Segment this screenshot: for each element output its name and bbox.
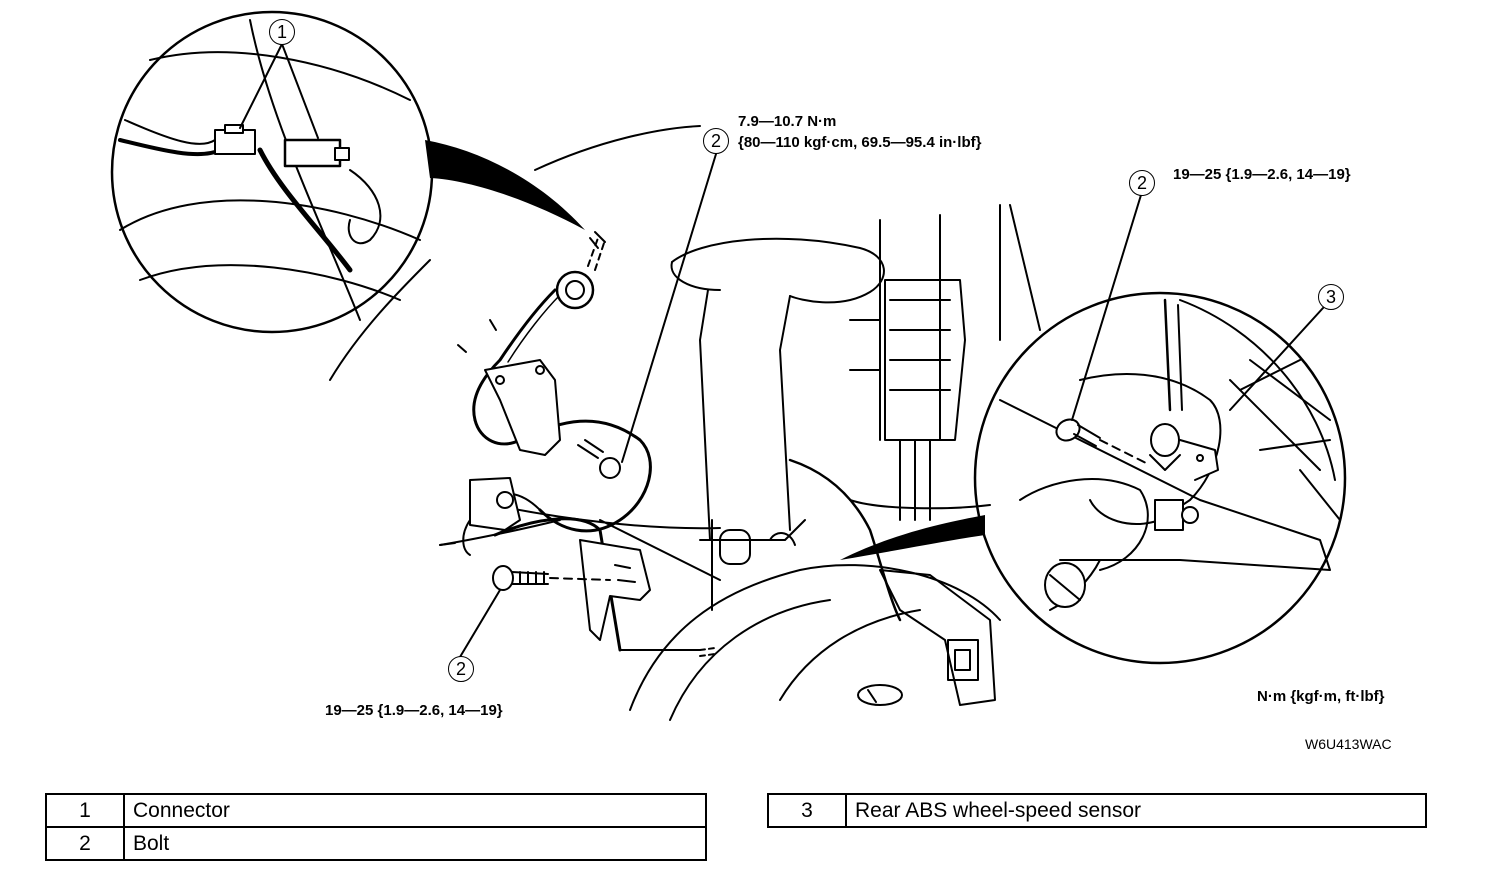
- torque-top-line1: 7.9—10.7 N·m: [738, 113, 837, 130]
- callout-3: 3: [1318, 284, 1344, 310]
- legend-row: 1 Connector: [45, 793, 707, 828]
- legend-name: Rear ABS wheel-speed sensor: [845, 793, 1427, 828]
- legend-number: 2: [45, 826, 125, 861]
- legend-table-right: 3 Rear ABS wheel-speed sensor: [767, 793, 1427, 828]
- legend-number: 1: [45, 793, 125, 828]
- torque-bottom: 19—25 {1.9—2.6, 14—19}: [325, 702, 503, 719]
- rear-abs-sensor-illustration: [110, 10, 1347, 721]
- torque-right: 19—25 {1.9—2.6, 14—19}: [1173, 166, 1351, 183]
- legend-table-left: 1 Connector 2 Bolt: [45, 793, 707, 861]
- sensor-detail-view: [973, 194, 1347, 665]
- torque-units: N·m {kgf·m, ft·lbf}: [1257, 688, 1385, 705]
- figure-code: W6U413WAC: [1305, 736, 1392, 752]
- callout-2-right: 2: [1129, 170, 1155, 196]
- torque-top-line2: {80—110 kgf·cm, 69.5—95.4 in·lbf}: [738, 134, 982, 151]
- legend-row: 3 Rear ABS wheel-speed sensor: [767, 793, 1427, 828]
- legend-number: 3: [767, 793, 847, 828]
- callout-2-bottom: 2: [448, 656, 474, 682]
- legend-name: Connector: [123, 793, 707, 828]
- callout-1: 1: [269, 19, 295, 45]
- legend-row: 2 Bolt: [45, 826, 707, 861]
- right-magnifier-wedge: [840, 515, 985, 560]
- detail-magnifier-wedge: [425, 140, 585, 230]
- callout-2-top: 2: [703, 128, 729, 154]
- rear-suspension-assembly: [329, 125, 1041, 721]
- connector-detail-view: [110, 10, 434, 334]
- legend-name: Bolt: [123, 826, 707, 861]
